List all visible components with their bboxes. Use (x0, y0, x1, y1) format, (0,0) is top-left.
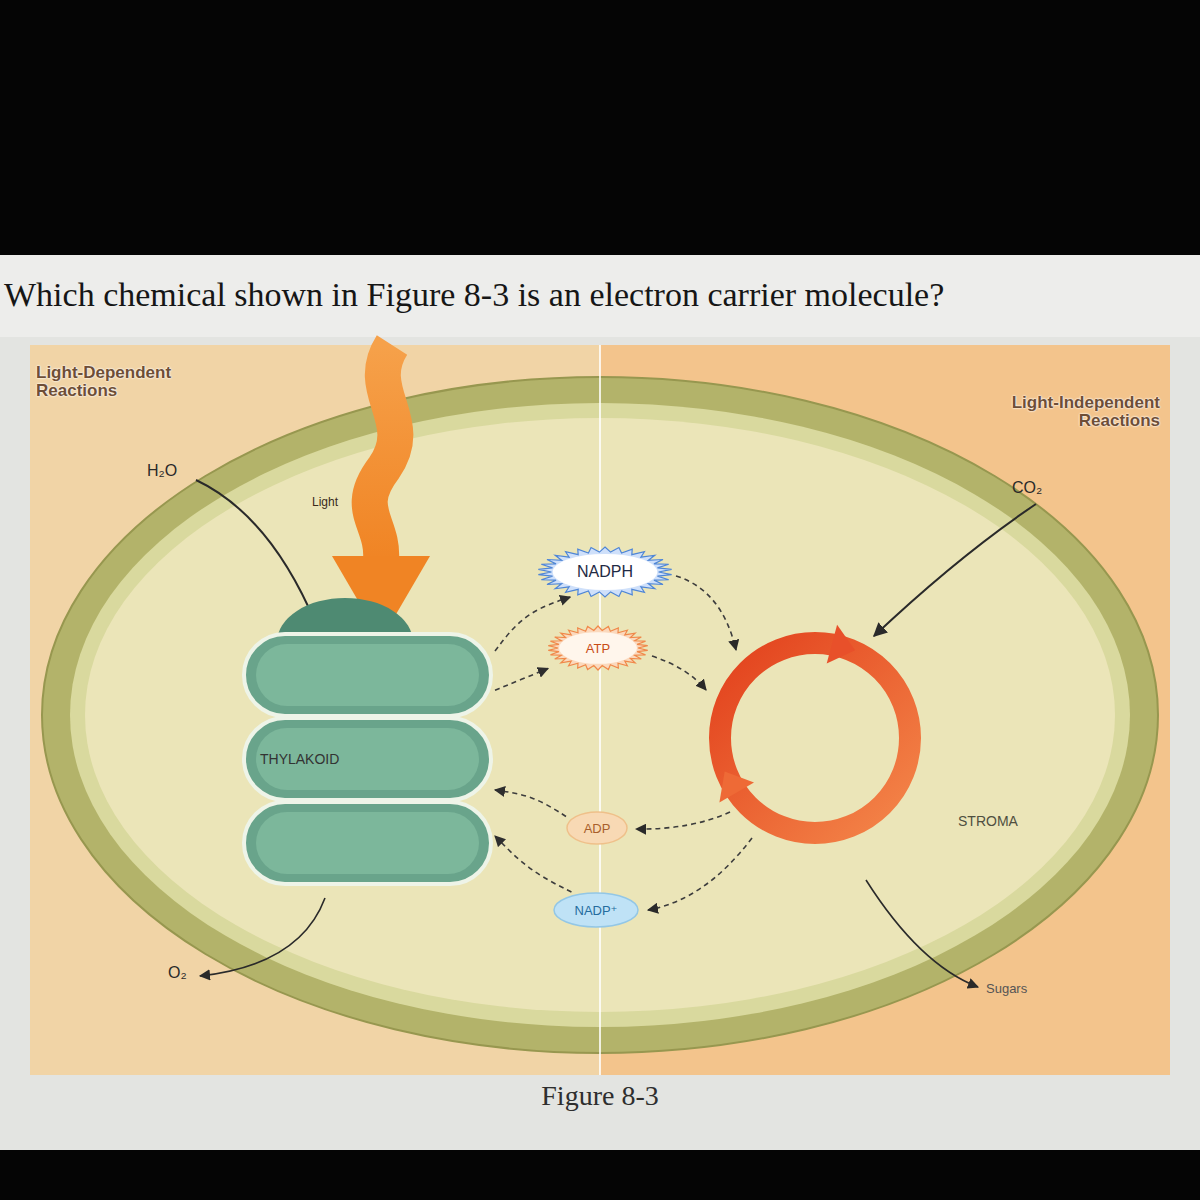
disc-highlight (256, 812, 479, 874)
nadp-oval: NADP⁺ (553, 892, 639, 928)
molecule-oval (554, 893, 638, 927)
question-title: Which chemical shown in Figure 8-3 is an… (4, 276, 1196, 314)
divider-line (599, 345, 601, 1075)
chloroplast-oval-shape (40, 375, 1160, 1055)
section-heading: Light-Dependent Reactions (36, 363, 171, 400)
section-heading: Light-Dependent Reactions (36, 364, 196, 400)
molecule-label: ATP (586, 641, 610, 656)
region-label: STROMA (958, 813, 1018, 829)
screen-area (0, 255, 1200, 1150)
starburst-core (553, 554, 658, 590)
figure-caption: Figure 8-3 (541, 1080, 658, 1111)
question-title: Which chemical shown in Figure 8-3 is an… (4, 276, 944, 313)
molecule-label: O₂ (168, 964, 187, 981)
molecule-oval (567, 812, 627, 844)
molecule-label: NADPH (577, 563, 633, 581)
thylakoid-disc (244, 718, 491, 800)
molecule-label: NADP⁺ (575, 903, 618, 918)
thylakoid-stack-shape (240, 590, 495, 895)
molecule-label: H₂O (147, 462, 177, 480)
starburst-outline (538, 547, 671, 597)
molecule-label: CO₂ (1012, 479, 1042, 496)
molecule-label: ADP (584, 821, 611, 836)
atp-starburst: ATP (548, 626, 648, 670)
stroma-fill (85, 418, 1115, 1012)
light-ray (370, 345, 396, 560)
light-label: Light (312, 495, 338, 509)
inner-membrane (70, 403, 1130, 1027)
starburst-core (559, 632, 637, 664)
thylakoid-stack: THYLAKOID (240, 590, 495, 895)
disc-highlight (256, 644, 479, 706)
starburst-outline (548, 626, 647, 670)
light-label: Light (312, 492, 338, 510)
section-heading: Light-Independent Reactions (1012, 393, 1160, 430)
thylakoid-disc (244, 634, 491, 716)
molecule-label: H₂O (147, 462, 177, 479)
section-heading: Light-Independent Reactions (975, 394, 1160, 430)
nadph-starburst: NADPH (538, 547, 672, 597)
figure-caption: Figure 8-3 (400, 1080, 800, 1112)
chloroplast-oval: STROMA THYLAKOID NADPH ATP ADP NADP⁺ (40, 375, 1160, 1055)
product-label: Sugars (986, 981, 1027, 996)
thylakoid-disc (244, 802, 491, 884)
disc-highlight (256, 728, 479, 790)
part-label: THYLAKOID (260, 751, 339, 767)
adp-oval: ADP (566, 811, 628, 845)
product-label: Sugars (986, 979, 1027, 997)
outer-membrane (42, 377, 1158, 1053)
molecule-label: O₂ (168, 964, 187, 982)
question-band (0, 255, 1200, 337)
molecule-label: CO₂ (1012, 479, 1042, 497)
